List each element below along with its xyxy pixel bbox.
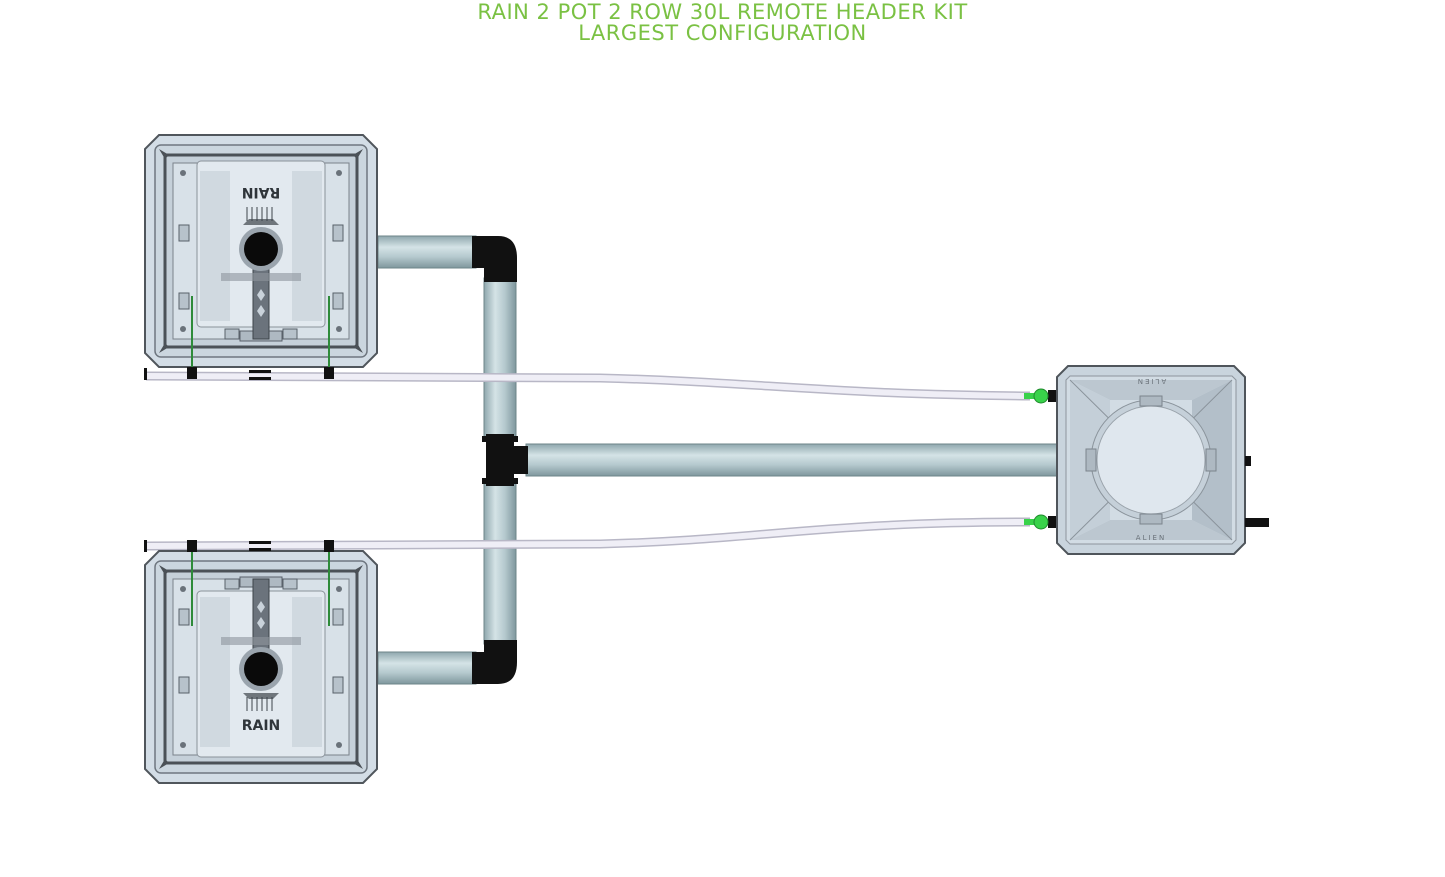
title-line-2: LARGEST CONFIGURATION	[578, 21, 867, 45]
pipe-main-to-header	[525, 443, 1061, 477]
pot-top: RAIN	[143, 133, 379, 380]
pipe-bottom-horizontal	[377, 651, 477, 685]
pipe-vertical-upper	[483, 277, 517, 441]
header-tank-label-top: ALIEN	[1136, 377, 1166, 385]
drip-stake	[324, 540, 334, 552]
tank-port	[1245, 456, 1251, 466]
elbow-fitting-bottom	[472, 640, 517, 684]
pot-top-label: RAIN	[242, 184, 281, 200]
pipe-top-horizontal	[377, 235, 477, 269]
drip-stake	[187, 540, 197, 552]
pot-bottom-label: RAIN	[242, 718, 281, 734]
tank-drain-outlet	[1245, 518, 1269, 527]
header-tank: ALIEN ALIEN	[1048, 365, 1269, 555]
feed-tube-bottom	[145, 519, 1031, 549]
header-tank-label-bottom: ALIEN	[1136, 534, 1166, 542]
pot-bottom: RAIN	[143, 540, 379, 785]
title-line-1: RAIN 2 POT 2 ROW 30L REMOTE HEADER KIT	[477, 0, 968, 24]
drip-stake	[324, 367, 334, 379]
tee-fitting	[486, 434, 528, 486]
elbow-fitting-top	[472, 236, 517, 282]
feed-tube-top	[145, 373, 1031, 399]
diagram-title: RAIN 2 POT 2 ROW 30L REMOTE HEADER KIT L…	[0, 2, 1445, 44]
drip-stake	[187, 367, 197, 379]
connector-top	[1024, 388, 1049, 404]
connector-bottom	[1024, 514, 1049, 530]
pipe-vertical-lower	[483, 481, 517, 645]
